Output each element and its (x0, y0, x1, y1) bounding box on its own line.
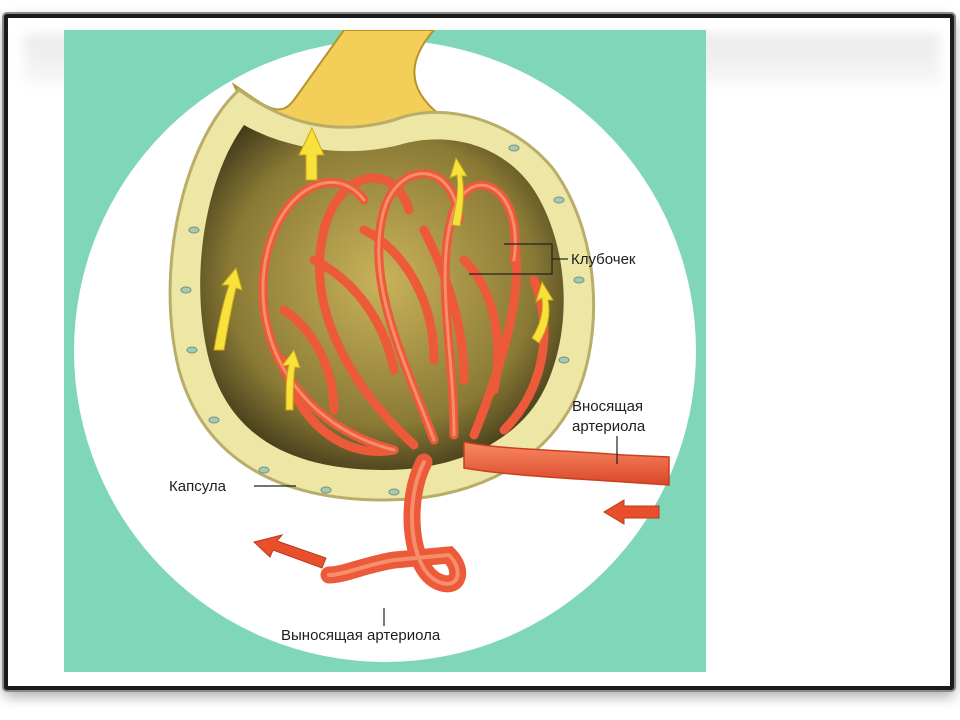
label-glomerulus: Клубочек (571, 251, 636, 268)
afferent-arteriole (463, 441, 670, 486)
afferent-flow-arrow (603, 499, 660, 525)
efferent-flow-arrow (252, 534, 327, 569)
label-leader-lines (254, 243, 618, 626)
label-afferent-line1: Вносящая (572, 398, 643, 415)
nephron-glomerulus-diagram: Клубочек Вносящая артериола Капсула Выно… (64, 30, 706, 672)
label-efferent: Выносящая артериола (281, 627, 441, 644)
efferent-arteriole-highlight (327, 460, 460, 586)
glomerulus-illustration: Клубочек Вносящая артериола Капсула Выно… (74, 30, 696, 662)
capillary-highlights (261, 172, 517, 452)
label-afferent-line2: артериола (572, 418, 646, 435)
filtrate-flow-arrows (213, 126, 554, 411)
filtrate-outflow-arrow (298, 126, 325, 181)
label-capsule: Капсула (169, 478, 227, 495)
